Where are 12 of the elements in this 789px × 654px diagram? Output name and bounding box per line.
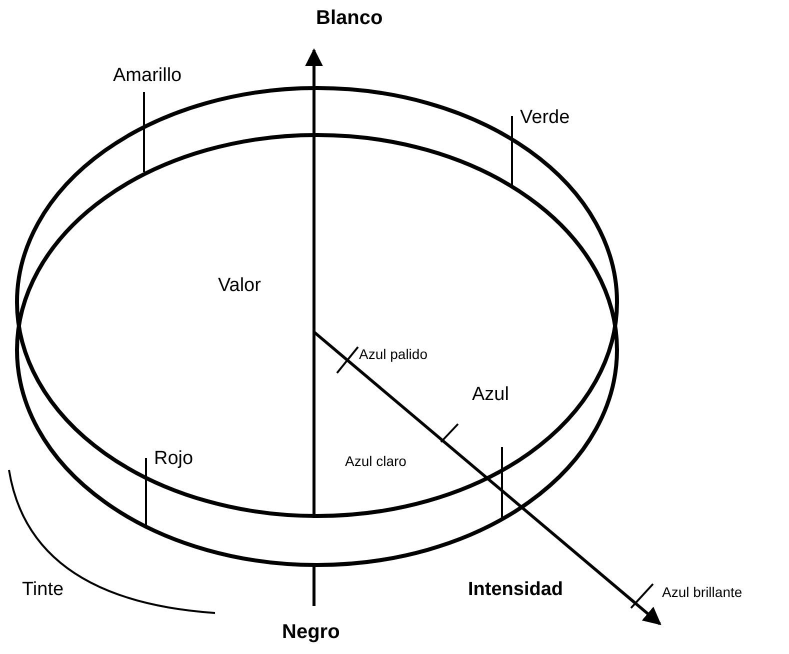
axis-label: Verde xyxy=(520,108,570,127)
axis-label: Intensidad xyxy=(468,580,564,599)
axis-label: Tinte xyxy=(22,580,64,599)
axis-label: Blanco xyxy=(316,8,383,28)
axis-label: Valor xyxy=(218,276,261,295)
axis-label: Azul xyxy=(472,385,509,404)
axis-label: Azul brillante xyxy=(662,585,742,599)
axis-label: Azul palido xyxy=(359,347,428,361)
axis-label: Rojo xyxy=(154,449,194,468)
axis-label: Negro xyxy=(282,622,340,642)
axis-label: Amarillo xyxy=(113,66,182,85)
axis-label: Azul claro xyxy=(345,454,406,468)
